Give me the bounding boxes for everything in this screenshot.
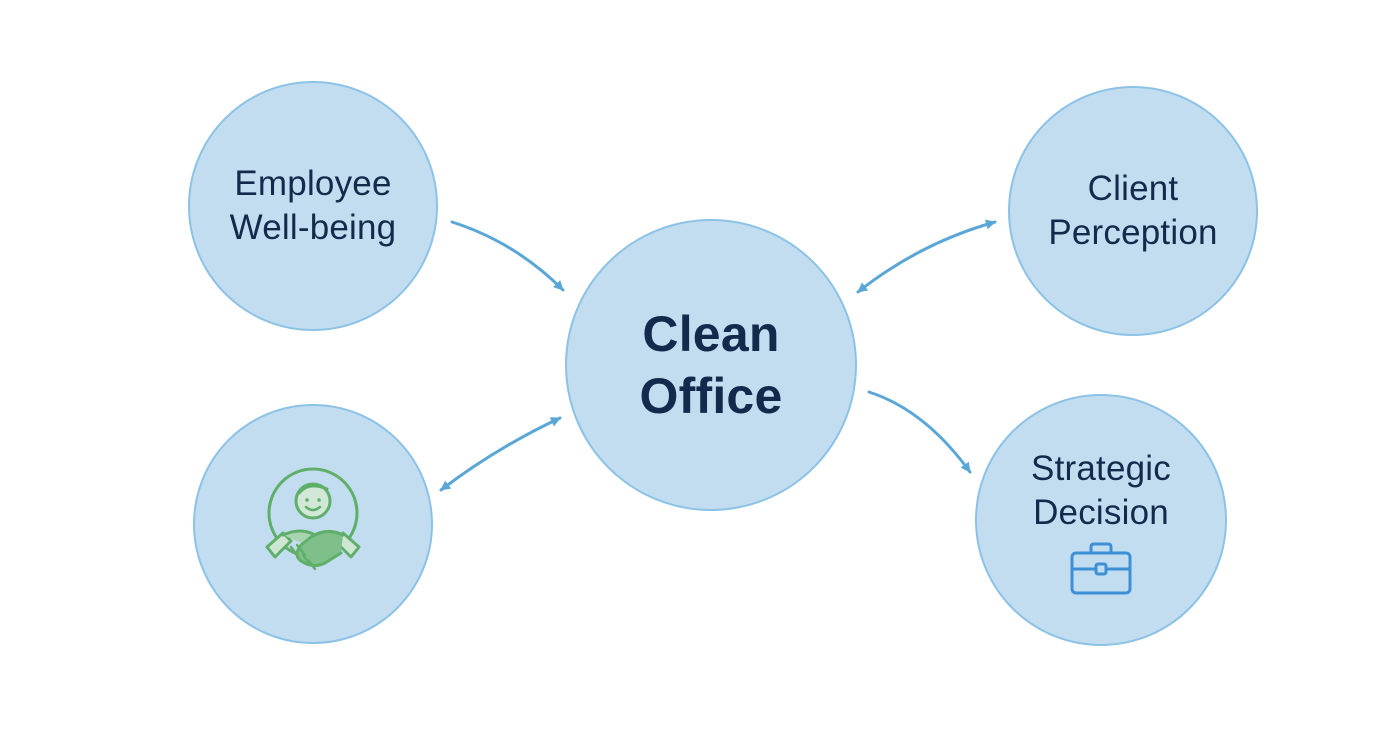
employee-wellbeing-node: Employee Well-being: [188, 81, 438, 331]
strategic-decision-line-2: Decision: [1033, 493, 1169, 532]
arrow-center-to-strategy: [867, 390, 972, 474]
client-perception-node: Client Perception: [1008, 86, 1258, 336]
client-perception-line-2: Perception: [1048, 213, 1218, 252]
client-perception-label: Client Perception: [1048, 167, 1217, 255]
employee-wellbeing-line-2: Well-being: [229, 208, 397, 247]
strategic-decision-node: Strategic Decision: [975, 394, 1227, 646]
strategic-decision-label: Strategic Decision: [1031, 447, 1171, 535]
arrow-employee-to-center: [450, 220, 565, 292]
clean-office-node: Clean Office: [565, 219, 857, 511]
clean-office-line-2: Office: [639, 368, 783, 424]
employee-wellbeing-line-1: Employee: [234, 164, 392, 203]
arrow-center-trust: [439, 416, 562, 492]
trust-node: [193, 404, 433, 644]
handshake-smiley-icon: [265, 467, 361, 571]
arrow-center-client: [856, 219, 997, 294]
briefcase-icon: [1070, 542, 1132, 595]
client-perception-line-1: Client: [1087, 169, 1179, 208]
clean-office-line-1: Clean: [642, 306, 780, 362]
employee-wellbeing-label: Employee Well-being: [230, 162, 397, 250]
strategic-decision-line-1: Strategic: [1031, 449, 1171, 488]
clean-office-label: Clean Office: [640, 303, 783, 427]
